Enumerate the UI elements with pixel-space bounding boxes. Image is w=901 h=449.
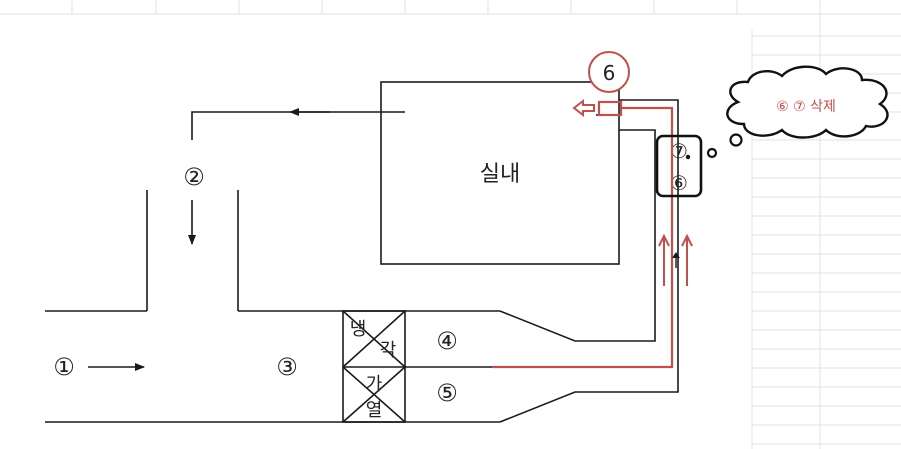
delete-target-box bbox=[655, 134, 703, 198]
red-circle-number: 6 bbox=[603, 61, 616, 85]
label-1: ① bbox=[53, 353, 75, 381]
red-number-circle bbox=[588, 51, 630, 93]
heating-duct-bottom-wall bbox=[499, 99, 679, 423]
label-5: ⑤ bbox=[436, 379, 458, 407]
label-7: ⑦ bbox=[670, 139, 688, 163]
heating-label-2: 열 bbox=[366, 400, 383, 421]
thought-bubble-dot-large bbox=[729, 133, 743, 147]
label-2: ② bbox=[183, 163, 205, 191]
room-box bbox=[380, 81, 620, 265]
return-air-line bbox=[191, 111, 405, 140]
cloud-text: ⑥ ⑦ 삭제 bbox=[776, 99, 836, 115]
room-label: 실내 bbox=[480, 162, 520, 187]
red-outlet-arrow bbox=[572, 98, 595, 118]
red-outlet-box bbox=[597, 100, 623, 117]
label-4: ④ bbox=[436, 327, 458, 355]
mixing-top-wall bbox=[238, 129, 656, 342]
cloud-callout bbox=[726, 65, 889, 139]
cooling-label-2: 각 bbox=[380, 340, 397, 361]
heating-label-1: 가 bbox=[366, 374, 383, 395]
label-6: ⑥ bbox=[670, 171, 688, 195]
cooling-label-1: 냉 bbox=[350, 319, 367, 340]
red-bypass-path bbox=[492, 106, 674, 369]
thought-bubble-dot-small bbox=[706, 147, 718, 159]
label-3: ③ bbox=[276, 353, 298, 381]
